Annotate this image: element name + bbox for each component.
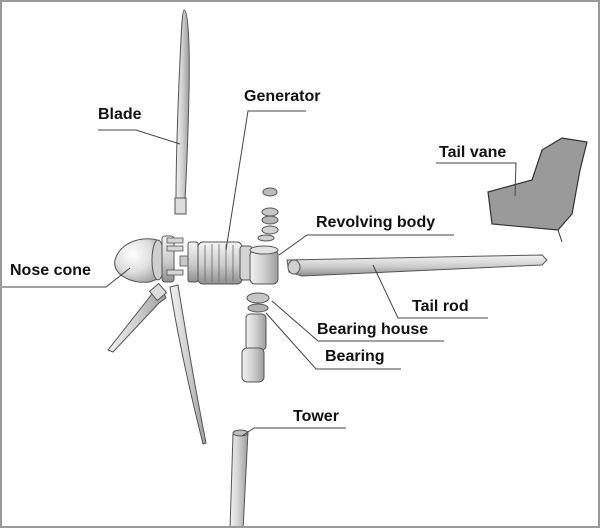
leader-bearing-house (271, 300, 444, 342)
bearing-house-part (246, 292, 270, 313)
label-bearing-house: Bearing house (317, 321, 429, 338)
blade-lower-left-part (107, 282, 168, 353)
tail-vane-part (487, 137, 588, 243)
label-bearing: Bearing (325, 348, 385, 365)
label-tower: Tower (293, 408, 339, 425)
top-bearing-stack (261, 187, 279, 235)
leader-lines (2, 110, 517, 437)
leader-blade (98, 129, 181, 145)
yaw-shaft-part (241, 313, 267, 383)
tower-part (229, 429, 249, 526)
leader-tail-vane (436, 162, 517, 197)
leader-generator (225, 110, 306, 251)
hub-parts (161, 235, 199, 283)
label-generator: Generator (244, 88, 321, 105)
nose-cone-part (114, 238, 165, 283)
revolving-body-part (249, 234, 279, 285)
leader-tail-rod (372, 264, 488, 319)
generator-part (197, 241, 253, 285)
leader-nose-cone (2, 267, 131, 288)
label-tail-vane: Tail vane (439, 144, 507, 161)
label-nose-cone: Nose cone (10, 262, 91, 279)
leader-revolving-body (278, 234, 454, 256)
blade-lower-part (169, 284, 207, 445)
label-revolving-body: Revolving body (316, 214, 436, 231)
tail-rod-part (286, 254, 548, 277)
leader-tower (241, 427, 346, 437)
label-blade: Blade (98, 106, 142, 123)
leader-bearing (265, 312, 401, 370)
blade-top-part (174, 9, 190, 215)
label-tail-rod: Tail rod (412, 298, 469, 315)
